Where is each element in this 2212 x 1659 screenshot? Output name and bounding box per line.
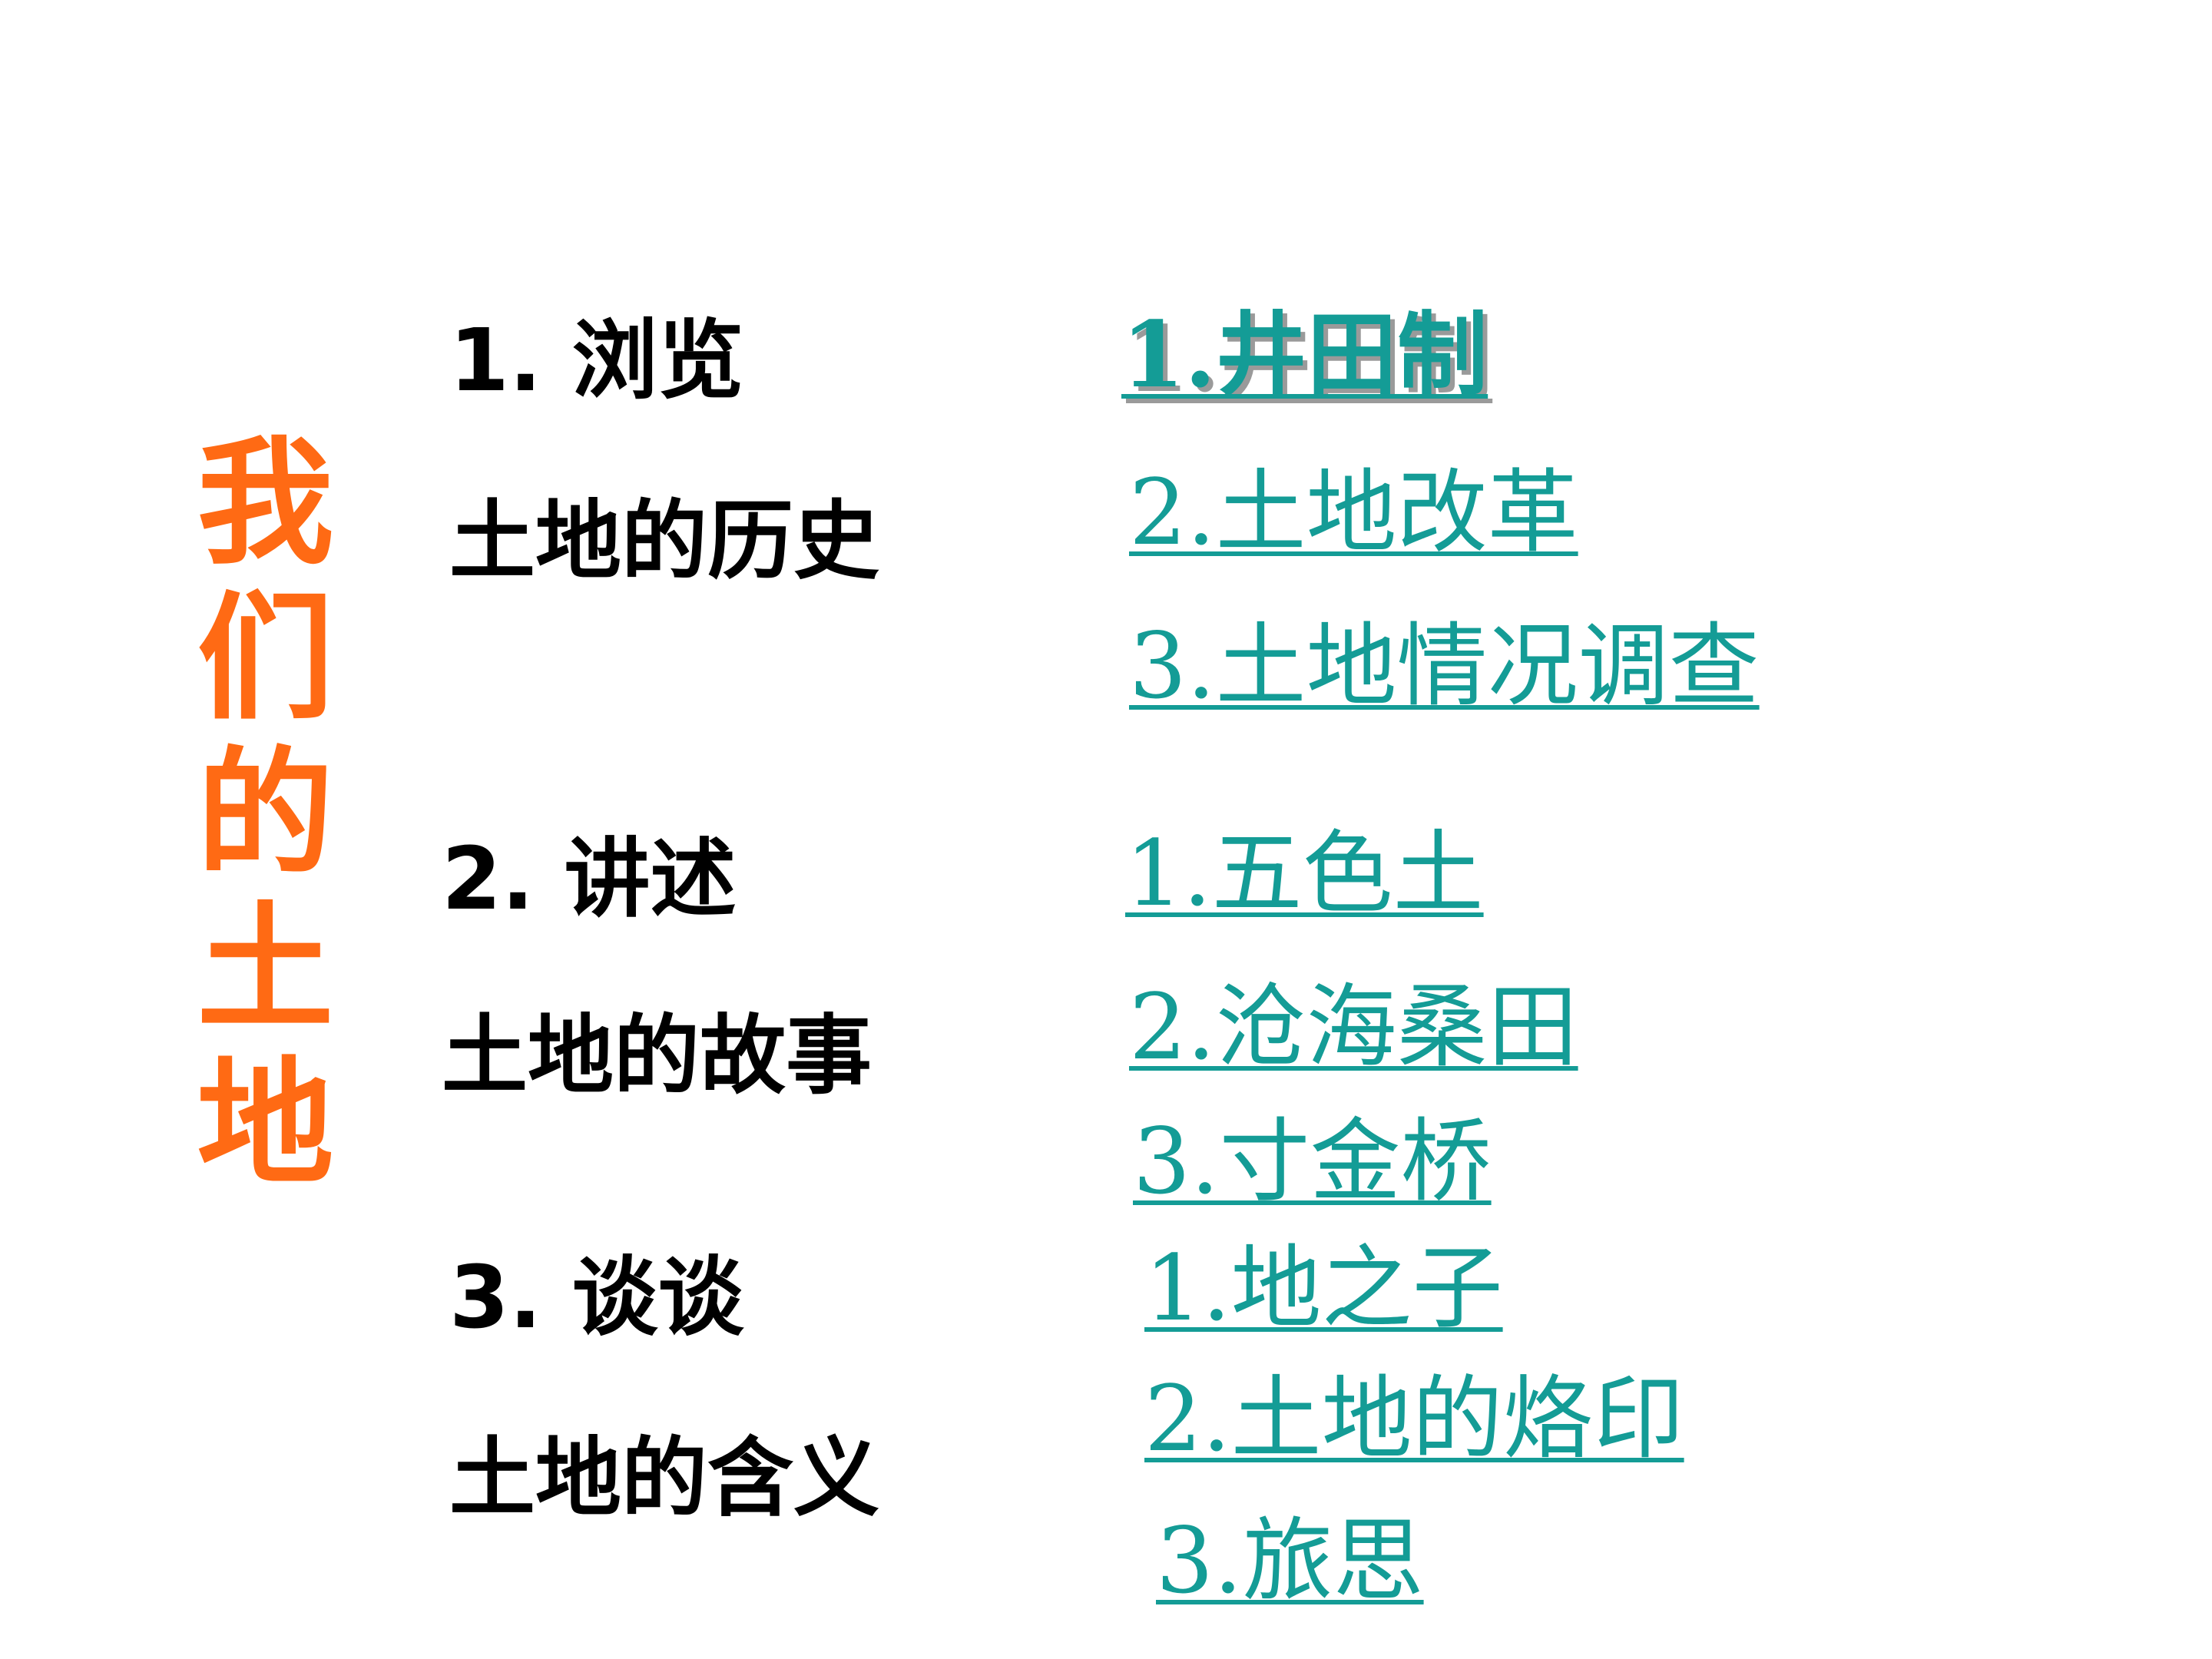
link-lvsi[interactable]: 3.旅思 bbox=[1156, 1508, 1424, 1614]
section-3-heading: 3. 谈谈 bbox=[449, 1248, 744, 1348]
link-wuse-tu[interactable]: 1.五色土 bbox=[1125, 820, 1484, 926]
section-3-subheading: 土地的含义 bbox=[449, 1429, 879, 1528]
link-canghai-sangtian[interactable]: 2.沧海桑田 bbox=[1129, 974, 1578, 1080]
section-2-heading: 2. 讲述 bbox=[442, 830, 737, 929]
section-2-subheading: 土地的故事 bbox=[442, 1006, 872, 1106]
section-1-heading: 1. 浏览 bbox=[449, 311, 744, 411]
section-1-subheading: 土地的历史 bbox=[449, 492, 879, 591]
link-tudi-de-laoyin[interactable]: 2.土地的烙印 bbox=[1144, 1366, 1684, 1472]
slide-title: 我们的土地 bbox=[174, 430, 335, 1206]
link-di-zhi-zi[interactable]: 1.地之子 bbox=[1144, 1235, 1503, 1341]
link-tudi-gaige[interactable]: 2.土地改革 bbox=[1129, 459, 1578, 565]
link-tudi-qingkuang-diaocha[interactable]: 3.土地情况调查 bbox=[1129, 613, 1760, 719]
link-cunjin-qiao[interactable]: 3.寸金桥 bbox=[1133, 1108, 1492, 1214]
link-jingtianzhi[interactable]: 1.井田制 bbox=[1121, 301, 1488, 408]
